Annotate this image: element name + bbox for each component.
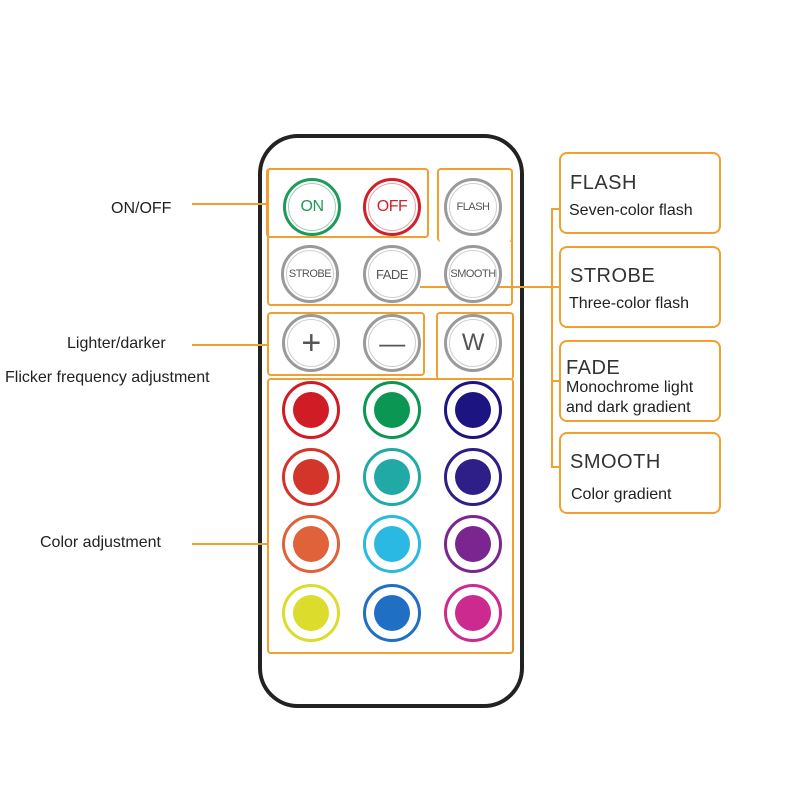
color-adjustment-label: Color adjustment: [40, 534, 161, 551]
color-button-yellow[interactable]: [282, 584, 340, 642]
color-button-magenta[interactable]: [444, 584, 502, 642]
strobe-button[interactable]: STROBE: [281, 245, 339, 303]
off-button-label: OFF: [376, 198, 408, 215]
smooth-info-title: SMOOTH: [570, 451, 661, 473]
smooth-info-box: SMOOTH Color gradient: [559, 432, 721, 514]
flash-button-label: FLASH: [456, 201, 490, 213]
color-swatch: [455, 595, 491, 631]
fade-info-box: FADE Monochrome light and dark gradient: [559, 340, 721, 422]
color-button-red-orange[interactable]: [282, 448, 340, 506]
off-button-ring: OFF: [368, 183, 416, 231]
brightness-up-ring: +: [287, 319, 335, 367]
on-off-line: [192, 203, 266, 205]
color-button-purple[interactable]: [444, 515, 502, 573]
color-button-teal[interactable]: [363, 448, 421, 506]
color-swatch: [293, 392, 329, 428]
mode-line-strobe: [551, 286, 560, 288]
strobe-button-ring: STROBE: [286, 250, 334, 298]
color-swatch: [455, 526, 491, 562]
color-adjustment-line: [192, 543, 267, 545]
color-swatch: [293, 459, 329, 495]
on-button[interactable]: ON: [283, 178, 341, 236]
lighter-darker-line: [192, 344, 267, 346]
strobe-button-label: STROBE: [288, 268, 332, 280]
flash-info-box: FLASH Seven-color flash: [559, 152, 721, 234]
on-button-label: ON: [300, 198, 325, 215]
flicker-group-box: [436, 312, 514, 380]
mode-line-vertical: [551, 208, 553, 466]
flash-info-desc: Seven-color flash: [569, 202, 693, 219]
color-swatch: [293, 595, 329, 631]
strobe-info-title: STROBE: [570, 265, 656, 287]
on-button-ring: ON: [288, 183, 336, 231]
color-button-orange[interactable]: [282, 515, 340, 573]
flicker-label: Flicker frequency adjustment: [5, 369, 210, 386]
color-swatch: [374, 392, 410, 428]
brightness-down-button[interactable]: —: [363, 314, 421, 372]
lighter-darker-label: Lighter/darker: [67, 335, 166, 352]
fade-info-desc-line2: and dark gradient: [566, 399, 691, 416]
mode-line-flash: [551, 208, 560, 210]
white-button[interactable]: W: [444, 314, 502, 372]
off-button[interactable]: OFF: [363, 178, 421, 236]
brightness-group-box: [267, 312, 425, 376]
strobe-info-desc: Three-color flash: [569, 295, 690, 312]
color-button-indigo[interactable]: [444, 448, 502, 506]
strobe-info-box: STROBE Three-color flash: [559, 246, 721, 328]
minus-icon: —: [379, 327, 405, 358]
brightness-up-button[interactable]: +: [282, 314, 340, 372]
white-button-label: W: [461, 329, 485, 356]
color-button-azure[interactable]: [363, 584, 421, 642]
smooth-info-desc: Color gradient: [571, 486, 672, 503]
smooth-button-ring: SMOOTH: [449, 250, 497, 298]
color-group-box: [267, 378, 514, 654]
smooth-button-label: SMOOTH: [450, 268, 496, 280]
color-button-cyan[interactable]: [363, 515, 421, 573]
fade-info-title: FADE: [566, 357, 621, 379]
color-button-blue[interactable]: [444, 381, 502, 439]
fade-info-desc-line1: Monochrome light: [566, 379, 694, 396]
color-swatch: [374, 526, 410, 562]
brightness-down-ring: —: [368, 319, 416, 367]
flash-button[interactable]: FLASH: [444, 178, 502, 236]
color-swatch: [455, 392, 491, 428]
flash-info-title: FLASH: [570, 172, 637, 194]
smooth-button[interactable]: SMOOTH: [444, 245, 502, 303]
mode-line-smooth: [551, 466, 560, 468]
color-button-red[interactable]: [282, 381, 340, 439]
color-swatch: [374, 459, 410, 495]
plus-icon: +: [301, 324, 321, 362]
fade-button-ring: FADE: [368, 250, 416, 298]
color-swatch: [455, 459, 491, 495]
fade-button[interactable]: FADE: [363, 245, 421, 303]
mode-line-fade: [551, 380, 560, 382]
white-button-ring: W: [449, 319, 497, 367]
mode-group-box-top: [437, 168, 513, 242]
fade-button-label: FADE: [376, 266, 408, 282]
flash-button-ring: FLASH: [449, 183, 497, 231]
color-swatch: [293, 526, 329, 562]
on-off-label: ON/OFF: [111, 200, 172, 217]
color-button-green[interactable]: [363, 381, 421, 439]
color-swatch: [374, 595, 410, 631]
